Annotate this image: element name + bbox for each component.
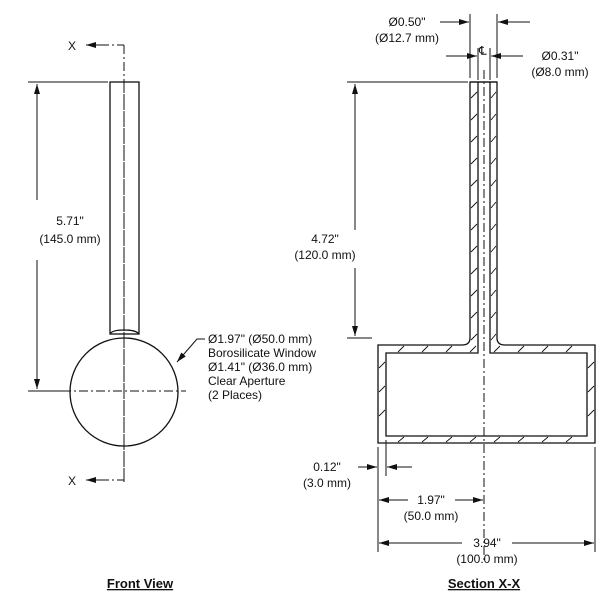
hatch-stroke xyxy=(490,289,497,297)
length-dim-inches: 5.71" xyxy=(56,214,84,228)
callout-line: Borosilicate Window xyxy=(208,346,316,360)
hatch-stroke xyxy=(470,113,478,121)
hatch-stroke xyxy=(470,289,478,297)
section-mark-top: X xyxy=(68,39,76,53)
hatch-stroke xyxy=(490,223,497,231)
window-callout: Ø1.97" (Ø50.0 mm) Borosilicate Window Ø1… xyxy=(208,332,316,402)
wall-mm: (3.0 mm) xyxy=(303,476,351,490)
section-mark-bottom: X xyxy=(68,474,76,488)
tube-length-inches: 4.72" xyxy=(311,232,339,246)
callout-line: Ø1.97" (Ø50.0 mm) xyxy=(208,332,312,346)
length-dim-mm: (145.0 mm) xyxy=(39,232,100,246)
body-inner-outline xyxy=(385,82,588,437)
section-view-title: Section X-X xyxy=(448,576,521,591)
hatch-stroke xyxy=(378,385,386,393)
hatch-stroke xyxy=(421,345,429,353)
hatch-stroke xyxy=(517,436,525,443)
hatch-stroke xyxy=(470,157,478,165)
outer-dia-mm: (Ø12.7 mm) xyxy=(375,31,439,45)
hatch-stroke xyxy=(470,223,478,231)
window-leader xyxy=(176,338,205,363)
hatch-stroke xyxy=(541,436,549,443)
hatch-stroke xyxy=(469,345,477,353)
inner-dia-mm: (Ø8.0 mm) xyxy=(531,65,588,79)
hatch-stroke xyxy=(565,345,573,353)
hatch-stroke xyxy=(470,245,478,253)
hatch-stroke xyxy=(397,345,405,353)
callout-line: Ø1.41" (Ø36.0 mm) xyxy=(208,360,312,374)
hatch-stroke xyxy=(470,267,478,275)
half-width-mm: (50.0 mm) xyxy=(404,509,459,523)
hatch-stroke xyxy=(493,436,501,443)
body-outer-outline xyxy=(377,81,596,444)
hatch-stroke xyxy=(565,436,573,443)
full-width-mm: (100.0 mm) xyxy=(456,552,517,566)
front-view-title: Front View xyxy=(107,576,174,591)
full-width-inches: 3.94" xyxy=(473,536,501,550)
hatch-stroke xyxy=(587,409,595,417)
hatch-stroke xyxy=(421,436,429,443)
hatch-stroke xyxy=(490,179,497,187)
section-view: ℄ Ø0.50" (Ø12.7 mm) Ø0.31" (Ø8.0 mm) 4.7… xyxy=(294,14,596,591)
hatch-stroke xyxy=(490,333,497,341)
callout-line: (2 Places) xyxy=(208,388,262,402)
hatch-stroke xyxy=(490,245,497,253)
hatch-stroke xyxy=(490,201,497,209)
wall-inches: 0.12" xyxy=(313,460,341,474)
hatch-stroke xyxy=(470,179,478,187)
centerline-symbol: ℄ xyxy=(478,44,487,58)
hatch-stroke xyxy=(470,135,478,143)
hatch-stroke xyxy=(470,91,478,99)
hatch-stroke xyxy=(493,345,501,353)
hatch-stroke xyxy=(470,201,478,209)
callout-line: Clear Aperture xyxy=(208,374,286,388)
inner-dia-inches: Ø0.31" xyxy=(542,49,579,63)
hatch-stroke xyxy=(469,436,477,443)
hatching xyxy=(378,91,595,443)
hatch-stroke xyxy=(490,91,497,99)
hatch-stroke xyxy=(490,135,497,143)
hatch-stroke xyxy=(587,385,595,393)
tube-joint xyxy=(109,329,140,335)
hatch-stroke xyxy=(470,311,478,319)
hatch-stroke xyxy=(397,436,405,443)
hatch-stroke xyxy=(470,333,478,341)
tube-length-mm: (120.0 mm) xyxy=(294,248,355,262)
hatch-stroke xyxy=(490,157,497,165)
hatch-stroke xyxy=(445,436,453,443)
hatch-stroke xyxy=(378,361,386,369)
hatch-stroke xyxy=(490,267,497,275)
hatch-stroke xyxy=(445,345,453,353)
hatch-stroke xyxy=(378,409,386,417)
hatch-stroke xyxy=(587,361,595,369)
half-width-inches: 1.97" xyxy=(417,493,445,507)
front-view: X X 5.71" (145.0 mm) Ø1.97" (Ø50.0 mm) B… xyxy=(28,39,316,591)
hatch-stroke xyxy=(490,113,497,121)
outer-dia-inches: Ø0.50" xyxy=(389,15,426,29)
hatch-stroke xyxy=(541,345,549,353)
hatch-stroke xyxy=(517,345,525,353)
hatch-stroke xyxy=(490,311,497,319)
